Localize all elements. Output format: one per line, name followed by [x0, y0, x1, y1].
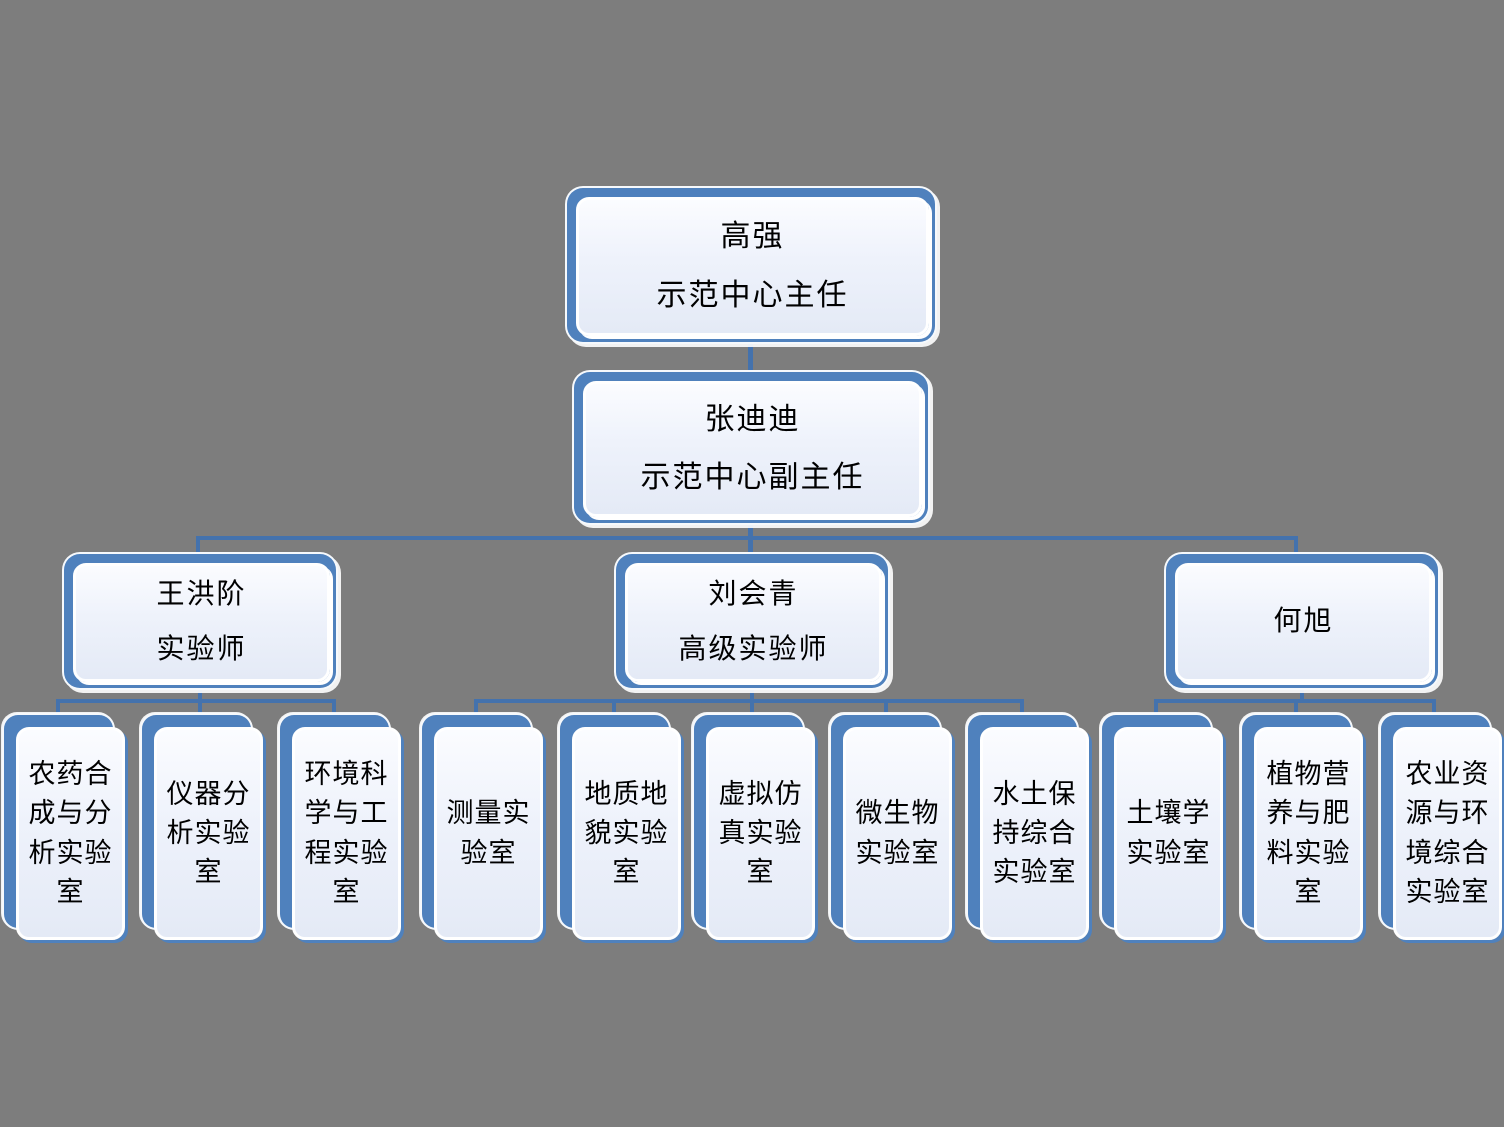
connector-line	[1154, 701, 1158, 714]
node-panel: 水土保持综合实验室	[980, 727, 1089, 940]
connector-line	[884, 701, 888, 714]
connector-line	[748, 538, 753, 552]
org-node-lab[interactable]: 植物营养与肥料实验室	[1240, 713, 1363, 940]
org-node-director[interactable]: 高强 示范中心主任	[565, 186, 937, 344]
node-panel: 何旭	[1175, 563, 1432, 682]
person-name: 刘会青	[708, 579, 799, 611]
node-panel: 土壤学实验室	[1114, 727, 1223, 940]
org-node-manager-1[interactable]: 王洪阶 实验师	[62, 552, 338, 690]
node-panel: 高强 示范中心主任	[576, 197, 929, 336]
person-title: 高级实验师	[678, 633, 829, 665]
connector-line	[1432, 701, 1436, 714]
connector-line	[748, 524, 753, 538]
lab-name: 微生物实验室	[855, 798, 940, 868]
connector-line	[196, 536, 1298, 540]
org-node-lab[interactable]: 地质地貌实验室	[558, 713, 681, 940]
node-panel: 测量实验室	[434, 727, 543, 940]
node-panel: 植物营养与肥料实验室	[1254, 727, 1363, 940]
node-panel: 微生物实验室	[843, 727, 952, 940]
lab-name: 仪器分析实验室	[166, 778, 251, 888]
person-name: 何旭	[1273, 606, 1334, 638]
node-panel: 仪器分析实验室	[154, 727, 263, 940]
connector-line	[748, 344, 753, 372]
connector-line	[1300, 689, 1304, 701]
person-title: 示范中心副主任	[640, 461, 865, 494]
connector-line	[56, 701, 60, 714]
lab-name: 环境科学与工程实验室	[304, 759, 389, 907]
node-panel: 虚拟仿真实验室	[706, 727, 815, 940]
node-panel: 农业资源与环境综合实验室	[1393, 727, 1502, 940]
lab-name: 水土保持综合实验室	[992, 778, 1077, 888]
node-panel: 王洪阶 实验师	[73, 563, 330, 682]
connector-line	[612, 701, 616, 714]
connector-line	[1294, 701, 1298, 714]
org-node-lab[interactable]: 农药合成与分析实验室	[2, 713, 125, 940]
org-node-lab[interactable]: 微生物实验室	[829, 713, 952, 940]
org-node-lab[interactable]: 测量实验室	[420, 713, 543, 940]
org-node-lab[interactable]: 水土保持综合实验室	[966, 713, 1089, 940]
lab-name: 农业资源与环境综合实验室	[1405, 759, 1490, 907]
connector-line	[474, 699, 1024, 703]
org-node-lab[interactable]: 虚拟仿真实验室	[692, 713, 815, 940]
lab-name: 虚拟仿真实验室	[718, 778, 803, 888]
connector-line	[750, 689, 754, 701]
person-title: 实验师	[156, 633, 247, 665]
connector-line	[1020, 701, 1024, 714]
lab-name: 农药合成与分析实验室	[28, 759, 113, 907]
connector-line	[474, 701, 478, 714]
org-node-deputy-director[interactable]: 张迪迪 示范中心副主任	[572, 370, 930, 525]
connector-line	[196, 538, 200, 552]
node-panel: 地质地貌实验室	[572, 727, 681, 940]
person-name: 张迪迪	[704, 402, 801, 436]
lab-name: 地质地貌实验室	[584, 778, 669, 888]
org-node-lab[interactable]: 环境科学与工程实验室	[278, 713, 401, 940]
org-node-lab[interactable]: 土壤学实验室	[1100, 713, 1223, 940]
node-panel: 张迪迪 示范中心副主任	[583, 381, 922, 517]
lab-name: 植物营养与肥料实验室	[1266, 759, 1351, 907]
lab-name: 土壤学实验室	[1126, 798, 1211, 868]
org-node-lab[interactable]: 农业资源与环境综合实验室	[1379, 713, 1502, 940]
org-node-lab[interactable]: 仪器分析实验室	[140, 713, 263, 940]
person-title: 示范中心主任	[656, 278, 849, 312]
node-panel: 刘会青 高级实验师	[625, 563, 882, 682]
person-name: 高强	[720, 220, 785, 253]
node-panel: 环境科学与工程实验室	[292, 727, 401, 940]
connector-line	[750, 701, 754, 714]
org-node-manager-3[interactable]: 何旭	[1164, 552, 1440, 690]
connector-line	[198, 689, 202, 701]
connector-line	[332, 701, 336, 714]
lab-name: 测量实验室	[446, 798, 531, 868]
person-name: 王洪阶	[156, 579, 247, 611]
connector-line	[1294, 538, 1298, 552]
connector-line	[198, 701, 202, 714]
org-node-manager-2[interactable]: 刘会青 高级实验师	[614, 552, 890, 690]
node-panel: 农药合成与分析实验室	[16, 727, 125, 940]
connector-line	[56, 699, 336, 703]
